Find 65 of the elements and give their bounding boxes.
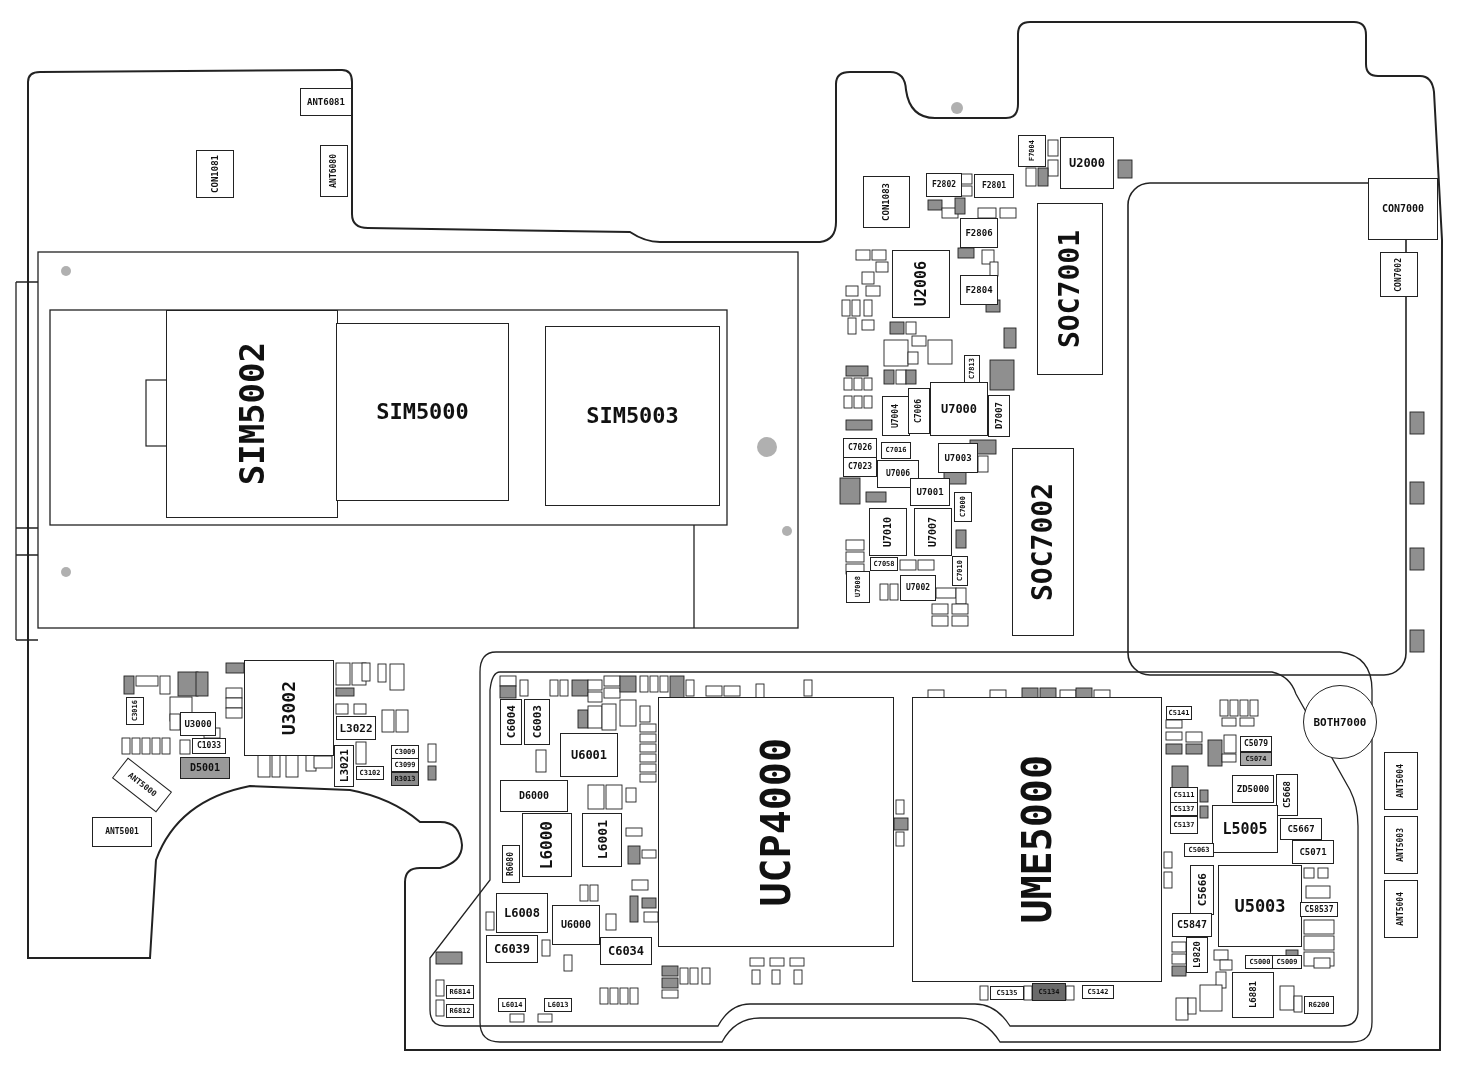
component-footprint: R6080 bbox=[502, 845, 520, 883]
component-footprint: U2000 bbox=[1060, 137, 1114, 189]
component-footprint: C5071 bbox=[1292, 840, 1334, 864]
component-footprint: C6004 bbox=[500, 699, 522, 745]
component-footprint: U7003 bbox=[938, 443, 978, 473]
component-footprint: C5667 bbox=[1280, 818, 1322, 840]
component-footprint: ANT5004 bbox=[1384, 752, 1418, 810]
component-footprint: C7023 bbox=[843, 457, 877, 477]
component-footprint: C1033 bbox=[192, 738, 226, 754]
component-footprint: U7000 bbox=[930, 382, 988, 436]
component-footprint: C5079 bbox=[1240, 736, 1272, 752]
component-footprint: L6000 bbox=[522, 813, 572, 877]
component-footprint: ANT5001 bbox=[92, 817, 152, 847]
component-footprint: C5666 bbox=[1190, 865, 1214, 915]
component-footprint: C6003 bbox=[524, 699, 550, 745]
component-footprint: L5005 bbox=[1212, 805, 1278, 853]
component-footprint: C6039 bbox=[486, 935, 538, 963]
component-footprint: SIM5002 bbox=[166, 310, 338, 518]
component-footprint: L9820 bbox=[1186, 937, 1208, 973]
component-footprint: U7001 bbox=[910, 478, 950, 506]
component-footprint: C5847 bbox=[1172, 913, 1212, 937]
component-footprint: BOTH7000 bbox=[1303, 685, 1377, 759]
component-footprint: UCP4000 bbox=[658, 697, 894, 947]
component-footprint: SIM5003 bbox=[545, 326, 720, 506]
component-footprint: L3021 bbox=[334, 745, 354, 787]
component-footprint: ANT6081 bbox=[300, 88, 352, 116]
component-footprint: ANT5003 bbox=[1384, 816, 1418, 874]
component-footprint: U6001 bbox=[560, 733, 618, 777]
component-footprint: U7007 bbox=[914, 508, 952, 556]
component-footprint: F2801 bbox=[974, 174, 1014, 198]
component-footprint: C58537 bbox=[1300, 902, 1338, 917]
component-footprint: C7006 bbox=[908, 388, 930, 434]
component-footprint: C7026 bbox=[843, 438, 877, 458]
component-footprint: U7004 bbox=[882, 396, 910, 436]
component-footprint: ANT6080 bbox=[320, 145, 348, 197]
component-footprint: U7002 bbox=[900, 575, 936, 601]
component-footprint: CON7002 bbox=[1380, 252, 1418, 297]
component-footprint: U3002 bbox=[244, 660, 334, 756]
component-footprint: SOC7002 bbox=[1012, 448, 1074, 636]
component-footprint: U7006 bbox=[877, 460, 919, 488]
component-footprint: U6000 bbox=[552, 905, 600, 945]
component-footprint: D5001 bbox=[180, 757, 230, 779]
component-footprint: CON1081 bbox=[196, 150, 234, 198]
component-footprint: ZD5000 bbox=[1232, 775, 1274, 803]
component-footprint: L6881 bbox=[1232, 972, 1274, 1018]
component-footprint: CON1083 bbox=[863, 176, 910, 228]
component-footprint: SIM5000 bbox=[336, 323, 509, 501]
component-footprint: F2802 bbox=[926, 173, 962, 197]
component-footprint: U3000 bbox=[180, 712, 216, 736]
component-footprint: L6001 bbox=[582, 813, 622, 867]
component-footprint: SOC7001 bbox=[1037, 203, 1103, 375]
component-footprint: ANT5004 bbox=[1384, 880, 1418, 938]
component-footprint: F2806 bbox=[960, 218, 998, 248]
component-footprint: L6008 bbox=[496, 893, 548, 933]
component-footprint: D7007 bbox=[988, 395, 1010, 437]
component-footprint: U2006 bbox=[892, 250, 950, 318]
component-footprint: C5668 bbox=[1276, 774, 1298, 816]
component-footprint: F2804 bbox=[960, 275, 998, 305]
component-footprint: U5003 bbox=[1218, 865, 1302, 947]
component-footprint: C6034 bbox=[600, 937, 652, 965]
component-footprint: D6000 bbox=[500, 780, 568, 812]
component-footprint: CON7000 bbox=[1368, 178, 1438, 240]
component-footprint: L3022 bbox=[336, 716, 376, 740]
component-footprint: UME5000 bbox=[912, 697, 1162, 982]
component-footprint: U7010 bbox=[869, 508, 907, 556]
